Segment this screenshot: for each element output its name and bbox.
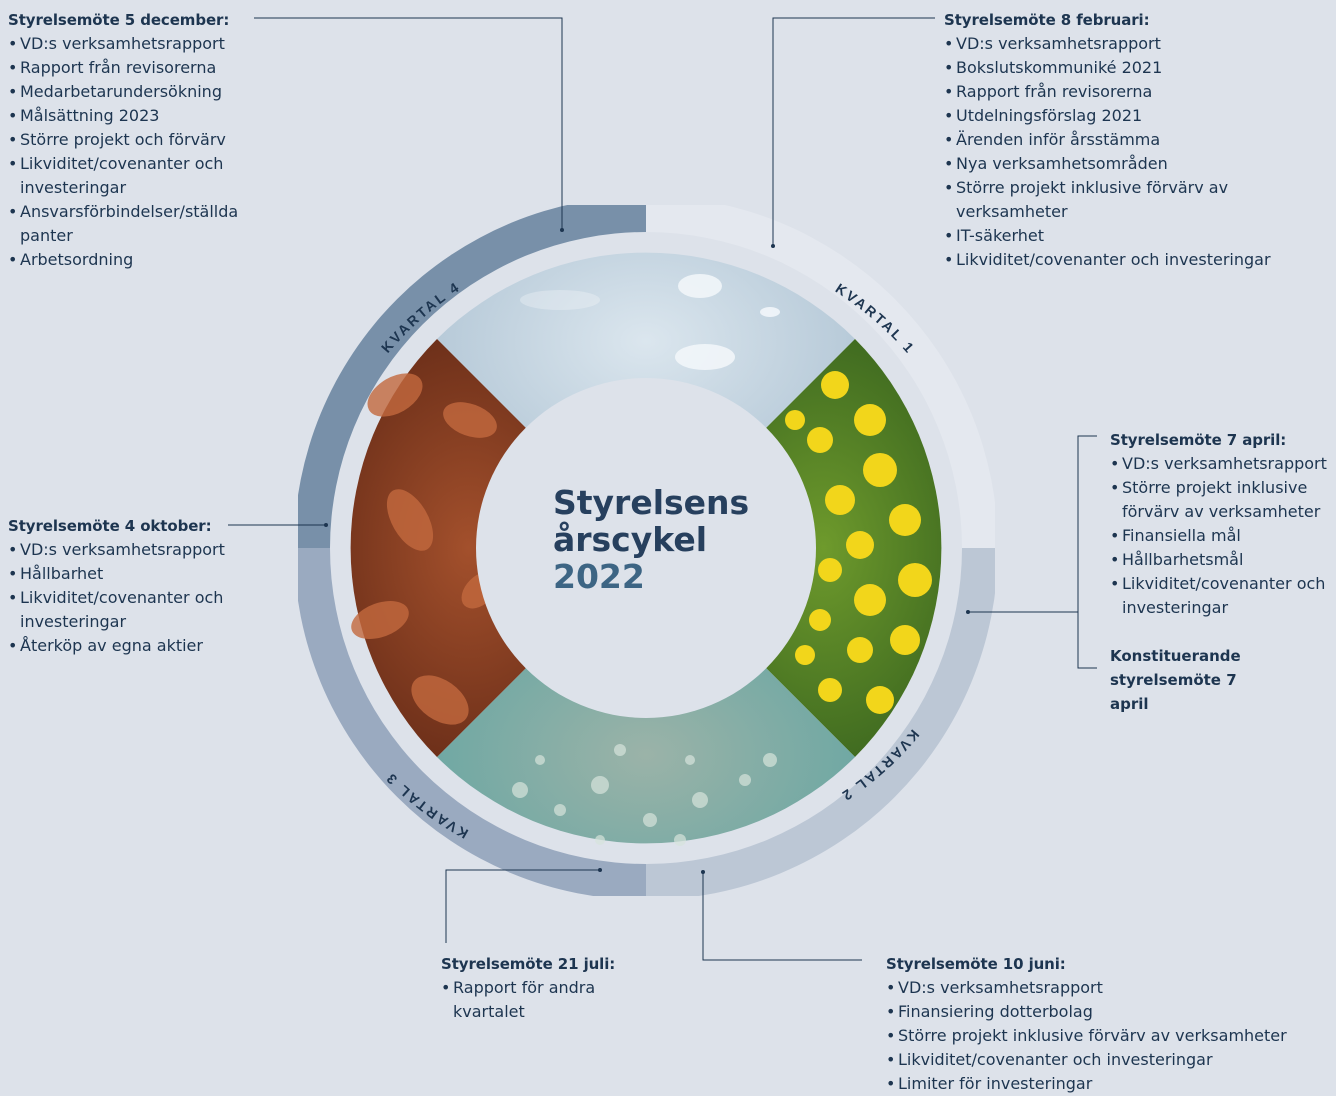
agenda-list: Rapport för andra kvartalet bbox=[441, 976, 621, 1024]
agenda-item: Medarbetarundersökning bbox=[8, 80, 253, 104]
agenda-item: Likviditet/covenanter och investeringar bbox=[1110, 572, 1336, 620]
agenda-item: Likviditet/covenanter och investeringar bbox=[8, 586, 238, 634]
meeting-april: Styrelsemöte 7 april: VD:s verksamhetsra… bbox=[1110, 428, 1336, 716]
agenda-item: Utdelningsförslag 2021 bbox=[944, 104, 1304, 128]
agenda-item: Större projekt inklusive förvärv av verk… bbox=[886, 1024, 1326, 1048]
meeting-title: Styrelsemöte 21 juli: bbox=[441, 955, 616, 973]
connector-lines bbox=[228, 17, 1097, 961]
title-year: 2022 bbox=[553, 557, 645, 596]
water-bubbles bbox=[512, 744, 777, 846]
meeting-title: Styrelsemöte 10 juni: bbox=[886, 955, 1066, 973]
agenda-list: VD:s verksamhetsrapport Större projekt i… bbox=[1110, 452, 1336, 620]
center-disc bbox=[476, 378, 816, 718]
agenda-item: Finansiering dotterbolag bbox=[886, 1000, 1326, 1024]
connector-june bbox=[702, 872, 862, 961]
title-line-2: årscykel bbox=[553, 520, 708, 559]
agenda-item: Likviditet/covenanter och investeringar bbox=[886, 1048, 1326, 1072]
agenda-item: Rapport från revisorerna bbox=[944, 80, 1304, 104]
agenda-list: VD:s verksamhetsrapport Finansiering dot… bbox=[886, 976, 1326, 1096]
agenda-item: Arbetsordning bbox=[8, 248, 253, 272]
agenda-list: VD:s verksamhetsrapport Bokslutskommunik… bbox=[944, 32, 1304, 272]
agenda-list: VD:s verksamhetsrapport Hållbarhet Likvi… bbox=[8, 538, 238, 658]
agenda-item: Bokslutskommuniké 2021 bbox=[944, 56, 1304, 80]
agenda-item: Rapport för andra kvartalet bbox=[441, 976, 621, 1024]
agenda-item: VD:s verksamhetsrapport bbox=[8, 32, 253, 56]
agenda-item: Limiter för investeringar bbox=[886, 1072, 1326, 1096]
connector-july bbox=[445, 869, 600, 943]
agenda-item: IT-säkerhet bbox=[944, 224, 1304, 248]
connector-december bbox=[254, 17, 563, 230]
agenda-list: VD:s verksamhetsrapport Rapport från rev… bbox=[8, 32, 253, 272]
title-line-1: Styrelsens bbox=[553, 483, 750, 522]
snow-texture bbox=[520, 274, 780, 370]
connector-april bbox=[1077, 435, 1097, 669]
ring-outer-mask bbox=[280, 190, 1010, 910]
agenda-item: Hållbarhet bbox=[8, 562, 238, 586]
agenda-item: VD:s verksamhetsrapport bbox=[1110, 452, 1336, 476]
meeting-title: Styrelsemöte 5 december: bbox=[8, 11, 230, 29]
connector-february bbox=[772, 17, 935, 246]
connector-dots bbox=[324, 228, 970, 874]
meeting-june: Styrelsemöte 10 juni: VD:s verksamhetsra… bbox=[886, 952, 1326, 1096]
agenda-item: Återköp av egna aktier bbox=[8, 634, 238, 658]
agenda-item: Nya verksamhetsområden bbox=[944, 152, 1304, 176]
meeting-title: Styrelsemöte 8 februari: bbox=[944, 11, 1150, 29]
wheel-center-title: Styrelsens årscykel 2022 bbox=[553, 484, 813, 595]
agenda-item: VD:s verksamhetsrapport bbox=[944, 32, 1304, 56]
agenda-item: VD:s verksamhetsrapport bbox=[886, 976, 1326, 1000]
agenda-item: Större projekt inklusive förvärv av verk… bbox=[944, 176, 1236, 224]
meeting-december: Styrelsemöte 5 december: VD:s verksamhet… bbox=[8, 8, 253, 272]
agenda-item: Hållbarhetsmål bbox=[1110, 548, 1336, 572]
agenda-item: Likviditet/covenanter och investeringar bbox=[944, 248, 1304, 272]
meeting-october: Styrelsemöte 4 oktober: VD:s verksamhets… bbox=[8, 514, 238, 658]
agenda-item: Målsättning 2023 bbox=[8, 104, 253, 128]
agenda-item: Större projekt och förvärv bbox=[8, 128, 253, 152]
constituent-meeting-title: Konstituerande styrelsemöte 7 april bbox=[1110, 647, 1241, 713]
agenda-item: Finansiella mål bbox=[1110, 524, 1336, 548]
agenda-item: Ärenden inför årsstämma bbox=[944, 128, 1304, 152]
meeting-february: Styrelsemöte 8 februari: VD:s verksamhet… bbox=[944, 8, 1304, 272]
meeting-july: Styrelsemöte 21 juli: Rapport för andra … bbox=[441, 952, 621, 1024]
meeting-title: Styrelsemöte 4 oktober: bbox=[8, 517, 212, 535]
agenda-item: Större projekt inklusive förvärv av verk… bbox=[1110, 476, 1336, 524]
agenda-item: Ansvarsförbindelser/ställda panter bbox=[8, 200, 253, 248]
agenda-item: Rapport från revisorerna bbox=[8, 56, 253, 80]
dandelion-flowers bbox=[785, 371, 932, 714]
meeting-title: Styrelsemöte 7 april: bbox=[1110, 431, 1287, 449]
agenda-item: Likviditet/covenanter och investeringar bbox=[8, 152, 253, 200]
agenda-item: VD:s verksamhetsrapport bbox=[8, 538, 238, 562]
